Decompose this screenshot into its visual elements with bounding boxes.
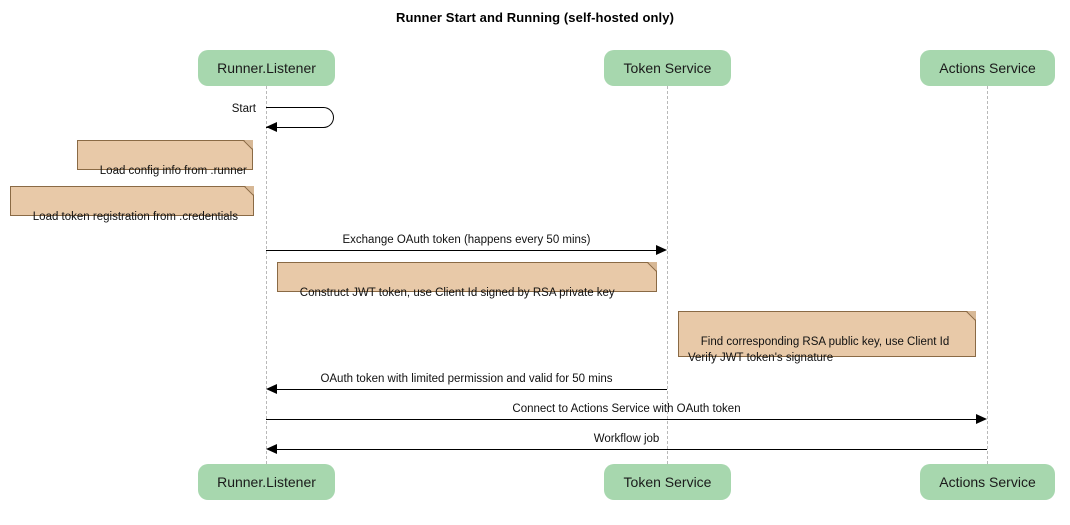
note-fold-edge-icon (965, 311, 976, 322)
participant-token-bottom[interactable]: Token Service (604, 464, 731, 500)
message-line-exchange-oauth (266, 250, 656, 251)
message-label-exchange-oauth: Exchange OAuth token (happens every 50 m… (342, 234, 591, 246)
participant-runner-top[interactable]: Runner.Listener (198, 50, 335, 86)
lifeline-actions (987, 86, 988, 464)
participant-actions-top[interactable]: Actions Service (920, 50, 1055, 86)
lifeline-runner (266, 86, 267, 464)
message-line-workflow-job (277, 449, 987, 450)
note-load-config: Load config info from .runner (77, 140, 253, 177)
note-text: Construct JWT token, use Client Id signe… (299, 287, 615, 299)
participant-token-top[interactable]: Token Service (604, 50, 731, 86)
participant-label: Runner.Listener (217, 474, 316, 490)
page-title: Runner Start and Running (self-hosted on… (395, 10, 675, 25)
message-line-oauth-reply (277, 389, 667, 390)
note-fold-edge-icon (243, 186, 254, 197)
participant-label: Actions Service (939, 60, 1036, 76)
note-verify-jwt: Find corresponding RSA public key, use C… (678, 311, 976, 364)
note-fold-edge-icon (646, 262, 657, 273)
arrow-head-connect-actions (976, 414, 987, 424)
participant-actions-bottom[interactable]: Actions Service (920, 464, 1055, 500)
arrow-head-start (266, 122, 277, 132)
lifeline-token (667, 86, 668, 464)
note-fold-edge-icon (242, 140, 253, 151)
note-text: Load config info from .runner (99, 165, 247, 177)
note-text: Load token registration from .credential… (32, 211, 238, 223)
message-label-start: Start (231, 103, 256, 115)
note-load-credentials: Load token registration from .credential… (10, 186, 254, 223)
participant-runner-bottom[interactable]: Runner.Listener (198, 464, 335, 500)
arrow-head-workflow-job (266, 444, 277, 454)
message-label-oauth-reply: OAuth token with limited permission and … (320, 373, 613, 385)
arrow-head-oauth-reply (266, 384, 277, 394)
message-label-workflow-job: Workflow job (593, 433, 660, 445)
message-line-connect-actions (266, 419, 976, 420)
message-self-start (266, 107, 334, 128)
participant-label: Runner.Listener (217, 60, 316, 76)
note-construct-jwt: Construct JWT token, use Client Id signe… (277, 262, 657, 299)
message-label-connect-actions: Connect to Actions Service with OAuth to… (512, 403, 741, 415)
participant-label: Token Service (623, 474, 712, 490)
participant-label: Token Service (623, 60, 712, 76)
note-text: Find corresponding RSA public key, use C… (688, 336, 950, 364)
arrow-head-exchange-oauth (656, 245, 667, 255)
participant-label: Actions Service (939, 474, 1036, 490)
